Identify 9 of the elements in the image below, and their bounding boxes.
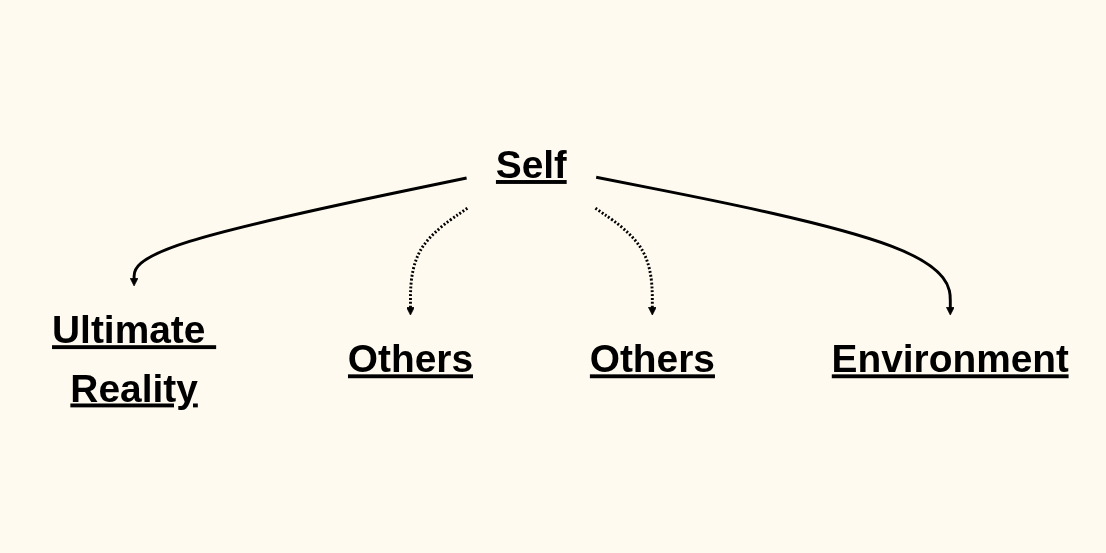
arrow [594,207,657,316]
arrow [595,176,955,316]
node-text: Ultimate Reality [52,308,206,410]
node-text: Environment [831,337,1070,381]
node-text: Others [589,337,715,381]
arrow [406,207,469,316]
node-text: Others [347,337,474,381]
arrow [129,176,467,287]
node-text: Self [495,143,568,187]
